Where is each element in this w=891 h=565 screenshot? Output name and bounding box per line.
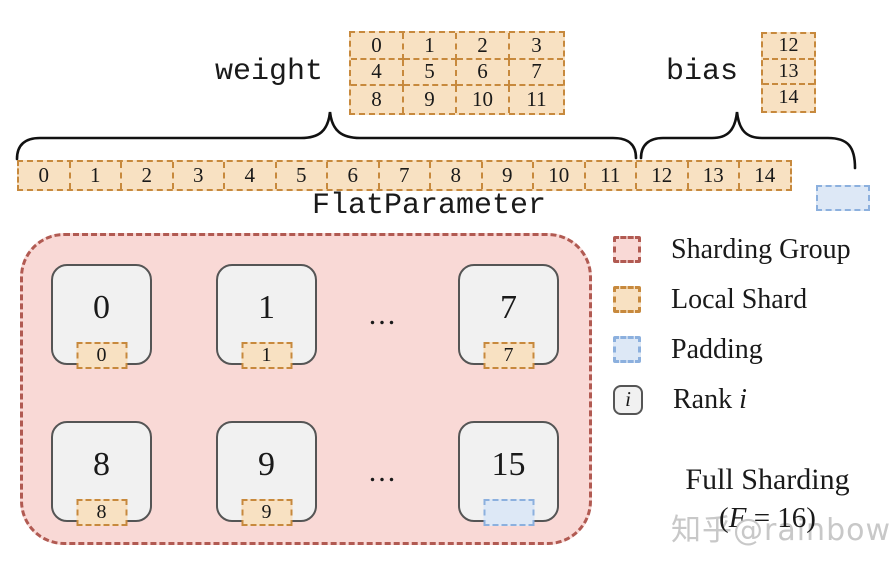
legend-label: Sharding Group (671, 233, 851, 265)
formula-paren: ( (719, 502, 729, 534)
rank-label-prefix: Rank (673, 383, 740, 415)
rank-swatch-icon: i (613, 384, 643, 415)
sharding-group: 0 0 1 1 ... 7 7 8 8 9 9 ... 15 (20, 233, 592, 545)
rank-number: 8 (93, 445, 110, 483)
flat-cell: 14 (754, 163, 776, 187)
weight-cell: 6 (457, 59, 510, 86)
weight-cell: 3 (510, 33, 563, 60)
flat-cell: 10 (534, 162, 586, 189)
bias-cell: 13 (763, 60, 814, 85)
rank-box-7: 7 7 (458, 264, 559, 369)
weight-brace-icon (15, 111, 638, 161)
flat-cell: 13 (689, 162, 740, 189)
flat-cell: 12 (637, 162, 689, 189)
flat-cell: 11 (586, 162, 637, 189)
local-shard: 0 (76, 342, 127, 369)
bias-tensor-stack: 12 13 14 (761, 32, 816, 113)
formula-variable: F (728, 502, 747, 534)
full-sharding-formula: (F = 16) (645, 502, 890, 535)
weight-cell: 8 (351, 86, 404, 113)
flat-cell: 8 (431, 162, 483, 189)
legend-item-local-shard: Local Shard (613, 284, 851, 315)
flat-cell: 3 (174, 162, 225, 189)
local-shard-swatch-icon (613, 286, 641, 313)
rank-box-15: 15 (458, 421, 559, 526)
ellipsis-bottom: ... (368, 455, 398, 488)
full-sharding-caption: Full Sharding (F = 16) (645, 463, 890, 535)
weight-label: weight (215, 55, 324, 89)
legend-item-rank: i Rank i (613, 384, 851, 415)
legend: Sharding Group Local Shard Padding i Ran… (613, 234, 851, 434)
rank-number: 15 (491, 445, 526, 483)
legend-label: Local Shard (671, 283, 808, 315)
flat-cell: 0 (19, 162, 71, 189)
padding-cell (816, 185, 870, 211)
flat-parameter-row: 0 1 2 3 4 5 6 7 8 9 10 11 12 13 14 (17, 160, 792, 191)
weight-cell: 10 (457, 86, 510, 113)
local-shard: 7 (483, 342, 534, 369)
legend-item-padding: Padding (613, 334, 851, 365)
rank-box-1: 1 1 (216, 264, 317, 369)
flat-cell: 2 (122, 162, 174, 189)
weight-cell: 1 (404, 33, 457, 60)
rank-label-var: i (739, 383, 747, 415)
local-shard: 1 (241, 342, 292, 369)
rank-number: 1 (258, 288, 275, 326)
padding-shard (483, 499, 534, 526)
weight-cell: 5 (404, 59, 457, 86)
rank-box-0: 0 0 (51, 264, 152, 369)
weight-cell: 11 (526, 86, 547, 111)
watermark: 知乎@rainbow (671, 513, 891, 548)
weight-cell: 0 (351, 33, 404, 60)
bias-cell: 14 (778, 86, 799, 109)
flat-cell: 4 (225, 162, 277, 189)
local-shard: 9 (241, 499, 292, 526)
rank-box-8: 8 8 (51, 421, 152, 526)
rank-number: 9 (258, 445, 275, 483)
ellipsis-top: ... (368, 298, 398, 331)
bias-cell: 12 (763, 34, 814, 60)
flat-cell: 7 (380, 162, 431, 189)
weight-cell: 4 (351, 59, 404, 86)
flat-parameter-label: FlatParameter (312, 189, 547, 223)
sharding-group-swatch-icon (613, 236, 641, 263)
flat-cell: 1 (71, 162, 122, 189)
local-shard: 8 (76, 499, 127, 526)
flat-cell: 5 (277, 162, 328, 189)
formula-value: = 16) (746, 502, 816, 534)
legend-label: Padding (671, 333, 763, 365)
weight-cell: 9 (404, 86, 457, 113)
padding-swatch-icon (613, 336, 641, 363)
weight-cell: 7 (510, 59, 563, 86)
rank-number: 7 (500, 288, 517, 326)
rank-number: 0 (93, 288, 110, 326)
weight-cell: 2 (457, 33, 510, 60)
legend-item-sharding-group: Sharding Group (613, 234, 851, 265)
legend-label: Rank i (673, 384, 747, 416)
bias-label: bias (666, 55, 739, 89)
flat-cell: 6 (328, 162, 380, 189)
rank-box-9: 9 9 (216, 421, 317, 526)
full-sharding-title: Full Sharding (685, 463, 850, 496)
flat-cell: 9 (483, 162, 534, 189)
weight-tensor-grid: 0 1 2 3 4 5 6 7 8 9 10 11 (349, 31, 565, 115)
